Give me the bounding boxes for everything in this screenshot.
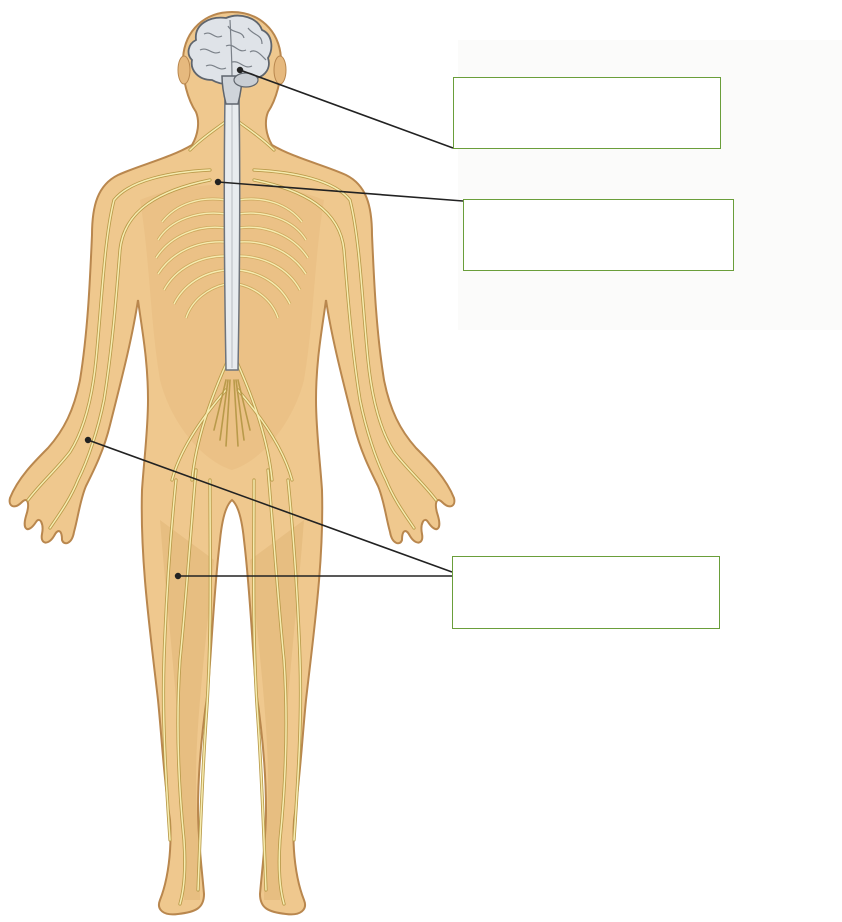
pointer-dot-spinal-cord <box>216 180 221 185</box>
leader-line-brain <box>240 70 453 148</box>
pointer-dot-arm <box>86 438 91 443</box>
label-box-spinal-cord[interactable] <box>463 199 734 271</box>
left-ear <box>178 56 190 84</box>
spinal-cord <box>224 96 239 370</box>
pointer-dot-brain <box>238 68 243 73</box>
label-box-brain[interactable] <box>453 77 721 149</box>
pointer-dot-leg <box>176 574 181 579</box>
right-ear <box>274 56 286 84</box>
label-box-peripheral-nerves[interactable] <box>452 556 720 629</box>
